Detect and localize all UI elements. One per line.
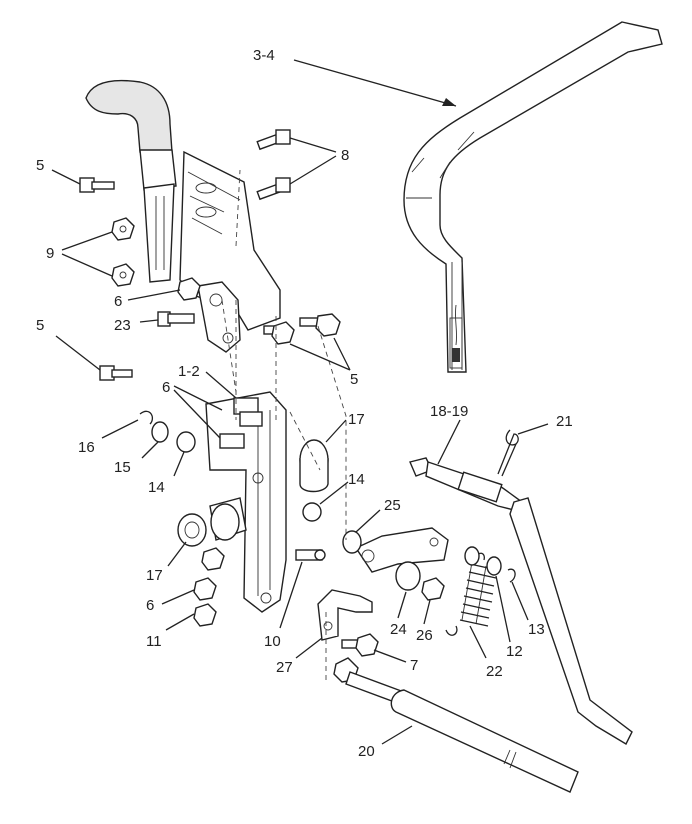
callout-16: 16	[78, 439, 95, 456]
pin-10	[295, 549, 326, 561]
callout-25: 25	[384, 497, 401, 514]
bushing-25	[342, 530, 362, 554]
lever-24	[354, 527, 449, 591]
leader-lines	[51, 59, 549, 745]
washer-12-a	[464, 546, 480, 566]
callout-15: 15	[114, 459, 131, 476]
callout-17-lower: 17	[146, 567, 163, 584]
callout-26: 26	[416, 627, 433, 644]
upper-bracket	[179, 150, 281, 353]
callout-8: 8	[341, 147, 349, 164]
callout-21: 21	[556, 413, 573, 430]
callout-24: 24	[390, 621, 407, 638]
bolt-5-upper-left	[79, 177, 115, 193]
bracket-27	[317, 589, 373, 641]
bushing-tube	[209, 497, 247, 541]
bolt-8-upper	[256, 129, 291, 151]
bolt-23	[157, 311, 195, 327]
callout-13: 13	[528, 621, 545, 638]
clip-16	[139, 410, 154, 425]
callout-14-left: 14	[148, 479, 165, 496]
alignment-lines	[221, 169, 347, 680]
callout-10: 10	[264, 633, 281, 650]
callout-5-right: 5	[350, 371, 358, 388]
callout-27: 27	[276, 659, 293, 676]
shaft-20	[333, 657, 579, 793]
callout-11: 11	[146, 633, 162, 650]
left-handle	[85, 79, 177, 283]
bolt-5-mid-left	[99, 365, 133, 381]
callout-18-19: 18-19	[430, 403, 468, 420]
bushing-17-lower	[177, 513, 207, 547]
callout-20: 20	[358, 743, 375, 760]
bolt-7	[341, 633, 379, 657]
callout-22: 22	[486, 663, 503, 680]
nut-6-lower-b	[193, 577, 217, 601]
callout-17-upper: 17	[348, 411, 365, 428]
callout-6-mid: 6	[162, 379, 170, 396]
clip-13	[507, 568, 516, 583]
callout-6-upper: 6	[114, 293, 122, 310]
nut-6-lower-a	[201, 547, 225, 571]
nut-6-upper	[177, 277, 201, 301]
callout-5-mid-left: 5	[36, 317, 44, 334]
rod-18-19	[409, 457, 633, 745]
callout-14-right: 14	[348, 471, 365, 488]
callout-12: 12	[506, 643, 523, 660]
callout-7: 7	[410, 657, 418, 674]
washer-14-right	[302, 502, 322, 522]
bolt-5-mid-a	[263, 321, 295, 345]
callout-9: 9	[46, 245, 54, 262]
nut-11	[193, 603, 217, 627]
callout-5-upper-left: 5	[36, 157, 44, 174]
callout-6-lower: 6	[146, 597, 154, 614]
callout-labels: 3-4 8 5 9 6 5 23 5 1-2 6 16 15 14 17 14 …	[36, 47, 573, 760]
callout-1-2: 1-2	[178, 363, 200, 380]
washer-14-left	[176, 431, 196, 453]
lower-bracket	[205, 391, 287, 613]
nut-9-lower	[111, 263, 135, 287]
washer-12-b	[486, 556, 502, 576]
callout-23: 23	[114, 317, 131, 334]
bushing-17-upper	[299, 439, 329, 493]
washer-15	[151, 421, 169, 443]
bolt-8-lower	[256, 177, 291, 201]
nut-9-upper	[111, 217, 135, 241]
cotter-pin-21	[497, 429, 519, 477]
nut-26	[421, 577, 445, 601]
callout-3-4: 3-4	[253, 47, 275, 64]
bolt-5-mid-b	[299, 313, 341, 337]
handle-assembly-3-4	[403, 21, 663, 373]
